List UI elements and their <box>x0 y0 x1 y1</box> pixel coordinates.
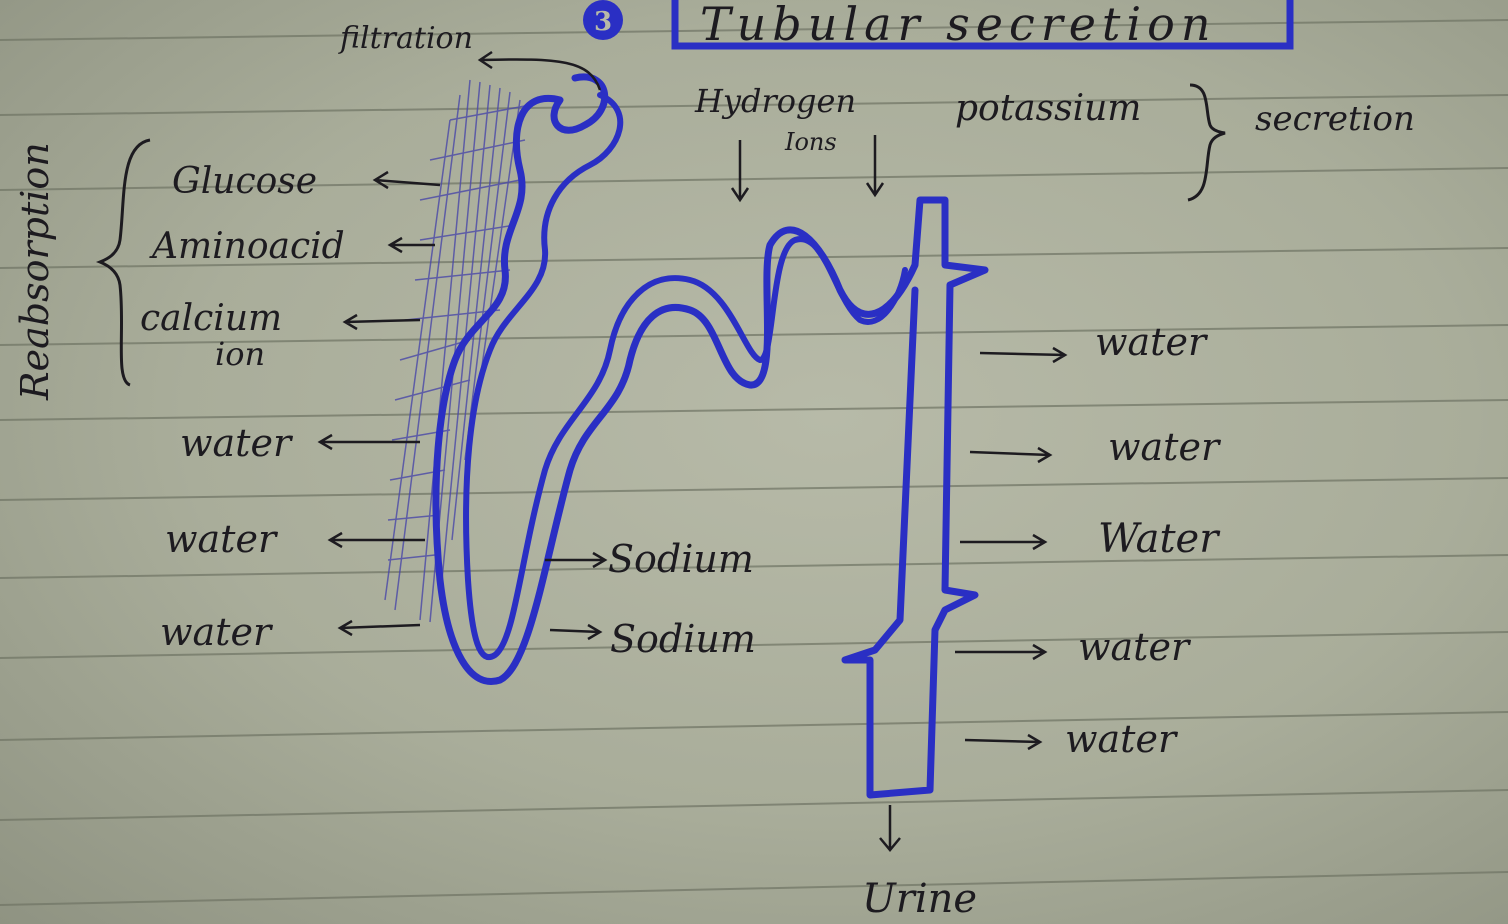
label-calcium-ion: ion <box>215 335 265 373</box>
filtration-arrow <box>480 52 600 90</box>
secretion-brace <box>1188 85 1225 200</box>
reabsorption-brace <box>100 140 150 385</box>
label-water-right: water <box>1078 625 1192 669</box>
label-reabsorption: Reabsorption <box>13 142 57 401</box>
label-hydrogen: Hydrogen <box>694 82 856 120</box>
label-hydrogen-ions: Ions <box>784 128 837 156</box>
label-water-right: water <box>1108 425 1222 469</box>
label-water-left: water <box>180 421 294 465</box>
label-filtration: filtration <box>338 21 473 56</box>
tubule-outer-wall <box>436 77 985 795</box>
nephron-tubule <box>436 77 985 795</box>
label-secretion: secretion <box>1255 99 1415 139</box>
label-water-right: water <box>1095 320 1209 364</box>
label-potassium: potassium <box>955 88 1141 129</box>
label-aminoacid: Aminoacid <box>149 226 345 267</box>
label-water-left: water <box>165 517 279 561</box>
label-glucose: Glucose <box>172 161 317 202</box>
label-water-right: Water <box>1098 516 1221 562</box>
heading-number: 3 <box>594 7 612 37</box>
water-arrows <box>955 348 1065 749</box>
heading-title: Tubular secretion <box>700 0 1216 51</box>
label-calcium: calcium <box>140 298 282 339</box>
label-sodium: Sodium <box>608 537 754 581</box>
label-water-right: water <box>1065 717 1179 761</box>
label-sodium: Sodium <box>610 617 756 661</box>
label-water-left: water <box>160 610 274 654</box>
label-urine: Urine <box>862 876 977 922</box>
sodium-arrows <box>545 553 605 639</box>
